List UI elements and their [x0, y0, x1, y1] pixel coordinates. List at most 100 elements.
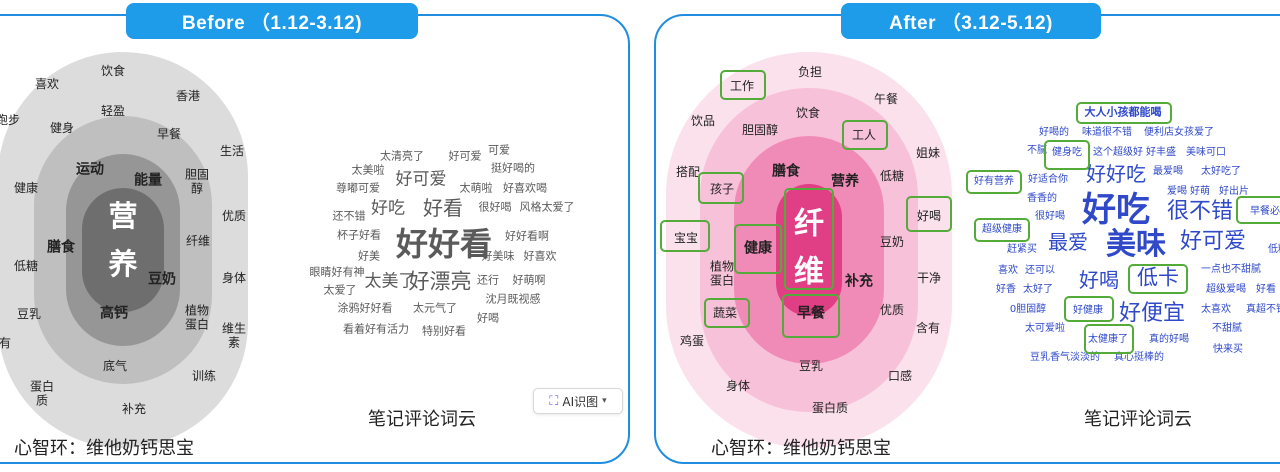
cloud-word: 杯子好看: [337, 228, 381, 242]
ring-word: 身体: [221, 270, 247, 285]
ring-word: 优质: [221, 208, 247, 223]
cloud-word: 便利店女孩爱了: [1144, 127, 1214, 138]
cloud-word: 眼睛好有神: [309, 265, 365, 279]
ring-word: 午餐: [873, 91, 899, 106]
cloud-word: 好可爱: [1179, 229, 1247, 254]
cloud-word: 好看: [423, 196, 463, 220]
cloud-caption: 笔记评论词云: [1084, 409, 1192, 430]
core-ring: [82, 188, 164, 312]
ring-word: 负担: [797, 64, 823, 79]
cloud-word: 不腻: [1027, 145, 1047, 156]
highlight-box: [660, 220, 710, 252]
ring-word-bold: 营养: [831, 173, 859, 190]
ring-word: 豆奶: [879, 234, 905, 249]
ring-word: 好喝: [916, 208, 942, 223]
highlight-box: [698, 172, 744, 204]
cloud-word: 不甜腻: [1212, 323, 1242, 334]
ring-word: 轻盈: [100, 103, 126, 118]
ring-word: 豆乳: [798, 358, 824, 373]
highlight-box: [1236, 196, 1280, 224]
ring-word: 有: [0, 335, 12, 350]
highlight-box: [974, 218, 1030, 242]
ai-scan-icon: ⛶: [549, 393, 559, 409]
cloud-word: 好喜欢喝: [503, 181, 547, 195]
ring-word: 胆固醇: [184, 167, 209, 196]
ring-word: 工人: [851, 127, 877, 142]
ring-word: 工作: [729, 78, 755, 93]
ring-word-bold: 膳食: [772, 163, 800, 180]
cloud-word: 0胆固醇: [1009, 304, 1047, 315]
ring-word: 搭配: [675, 164, 701, 179]
highlight-box: [1128, 264, 1188, 294]
cloud-word: 好喝: [1079, 268, 1119, 292]
ring-word: 健康: [13, 180, 39, 195]
before-header: Before （1.12-3.12): [126, 3, 418, 39]
ring-word: 健身: [49, 120, 75, 135]
highlight-box: [1044, 140, 1090, 170]
ring-word: 训练: [191, 368, 217, 383]
cloud-word: 好好看啊: [505, 229, 549, 243]
cloud-word: 真的好喝: [1149, 334, 1189, 345]
ring-word: 植物蛋白: [184, 303, 209, 332]
cloud-word: 很不错: [1166, 199, 1234, 224]
cloud-word: 尊嘟可爱: [336, 181, 380, 195]
ring-word-bold: 早餐: [797, 305, 825, 322]
cloud-word: 好好吃: [1086, 162, 1146, 186]
core-word: 养: [108, 247, 138, 282]
cloud-word: 快来买: [1213, 344, 1243, 355]
cloud-word: 很好喝: [1035, 211, 1065, 222]
cloud-word: 最爱喝: [1153, 166, 1183, 177]
cloud-word: 味道很不错: [1082, 127, 1132, 138]
highlight-box: [842, 120, 888, 150]
highlight-box: [784, 188, 834, 290]
cloud-word: 好喜欢: [523, 249, 557, 263]
ai-recognize-button[interactable]: ⛶ AI识图 ▾: [533, 388, 623, 414]
cloud-word: 美味可口: [1186, 147, 1226, 158]
cloud-word: 太好了: [1023, 284, 1053, 295]
ring-word: 身体: [725, 378, 751, 393]
cloud-word: 好丰盛: [1146, 147, 1176, 158]
cloud-word: 好健康: [1073, 305, 1103, 316]
cloud-word: 一点也不甜腻: [1201, 264, 1261, 275]
core-word: 营: [108, 199, 138, 234]
ring-word-bold: 豆奶: [148, 271, 176, 288]
cloud-word: 太健康了: [1088, 334, 1128, 345]
cloud-caption: 笔记评论词云: [368, 409, 476, 430]
cloud-word: 太爱了: [323, 283, 357, 297]
highlight-box: [1064, 296, 1114, 322]
cloud-word: 好可爱: [395, 169, 447, 190]
ring-word-bold: 运动: [76, 161, 104, 178]
cloud-word: 低卡: [1137, 265, 1179, 290]
ring-word: 香港: [175, 88, 201, 103]
ring-word: 生活: [219, 143, 245, 158]
cloud-word: 美味: [1106, 227, 1166, 262]
cloud-word: 太喜欢: [1201, 304, 1231, 315]
cloud-word: 太元气了: [413, 301, 457, 315]
cloud-word: 低糖: [1268, 244, 1280, 255]
cloud-word: 很好喝: [478, 200, 512, 214]
ring-word: 底气: [102, 358, 128, 373]
ring-word-bold: 膳食: [47, 239, 75, 256]
core-word: 维: [794, 254, 824, 290]
cloud-word: 好喝: [477, 311, 499, 325]
ring-word: 饮食: [100, 63, 126, 78]
cloud-word: 还可以: [1025, 265, 1055, 276]
cloud-word: 特别好看: [422, 324, 466, 338]
ring-word: 豆乳: [16, 306, 42, 321]
highlight-box: [782, 294, 840, 338]
cloud-word: 好便宜: [1118, 301, 1186, 326]
before-panel: 饮食 喜欢 香港 跑步 健身 轻盈 早餐 生活 健康 胆固醇 优质 纤维 低糖 …: [0, 14, 630, 464]
cloud-word: 好萌: [1190, 186, 1210, 197]
cloud-word: 好好看: [395, 225, 493, 263]
cloud-word: 超级爱喝: [1206, 284, 1246, 295]
ring-word: 低糖: [13, 258, 39, 273]
cloud-word: 早餐必备: [1250, 206, 1280, 217]
ring-word-bold: 能量: [134, 172, 162, 189]
ring-word: 饮品: [690, 113, 716, 128]
highlight-box: [704, 298, 750, 328]
ring-word: 早餐: [156, 126, 182, 141]
cloud-word: 好喝的: [1039, 127, 1069, 138]
ring-word-bold: 补充: [845, 273, 873, 290]
cloud-word: 真超不错: [1246, 304, 1280, 315]
ring-word: 蛋白质: [811, 400, 849, 415]
